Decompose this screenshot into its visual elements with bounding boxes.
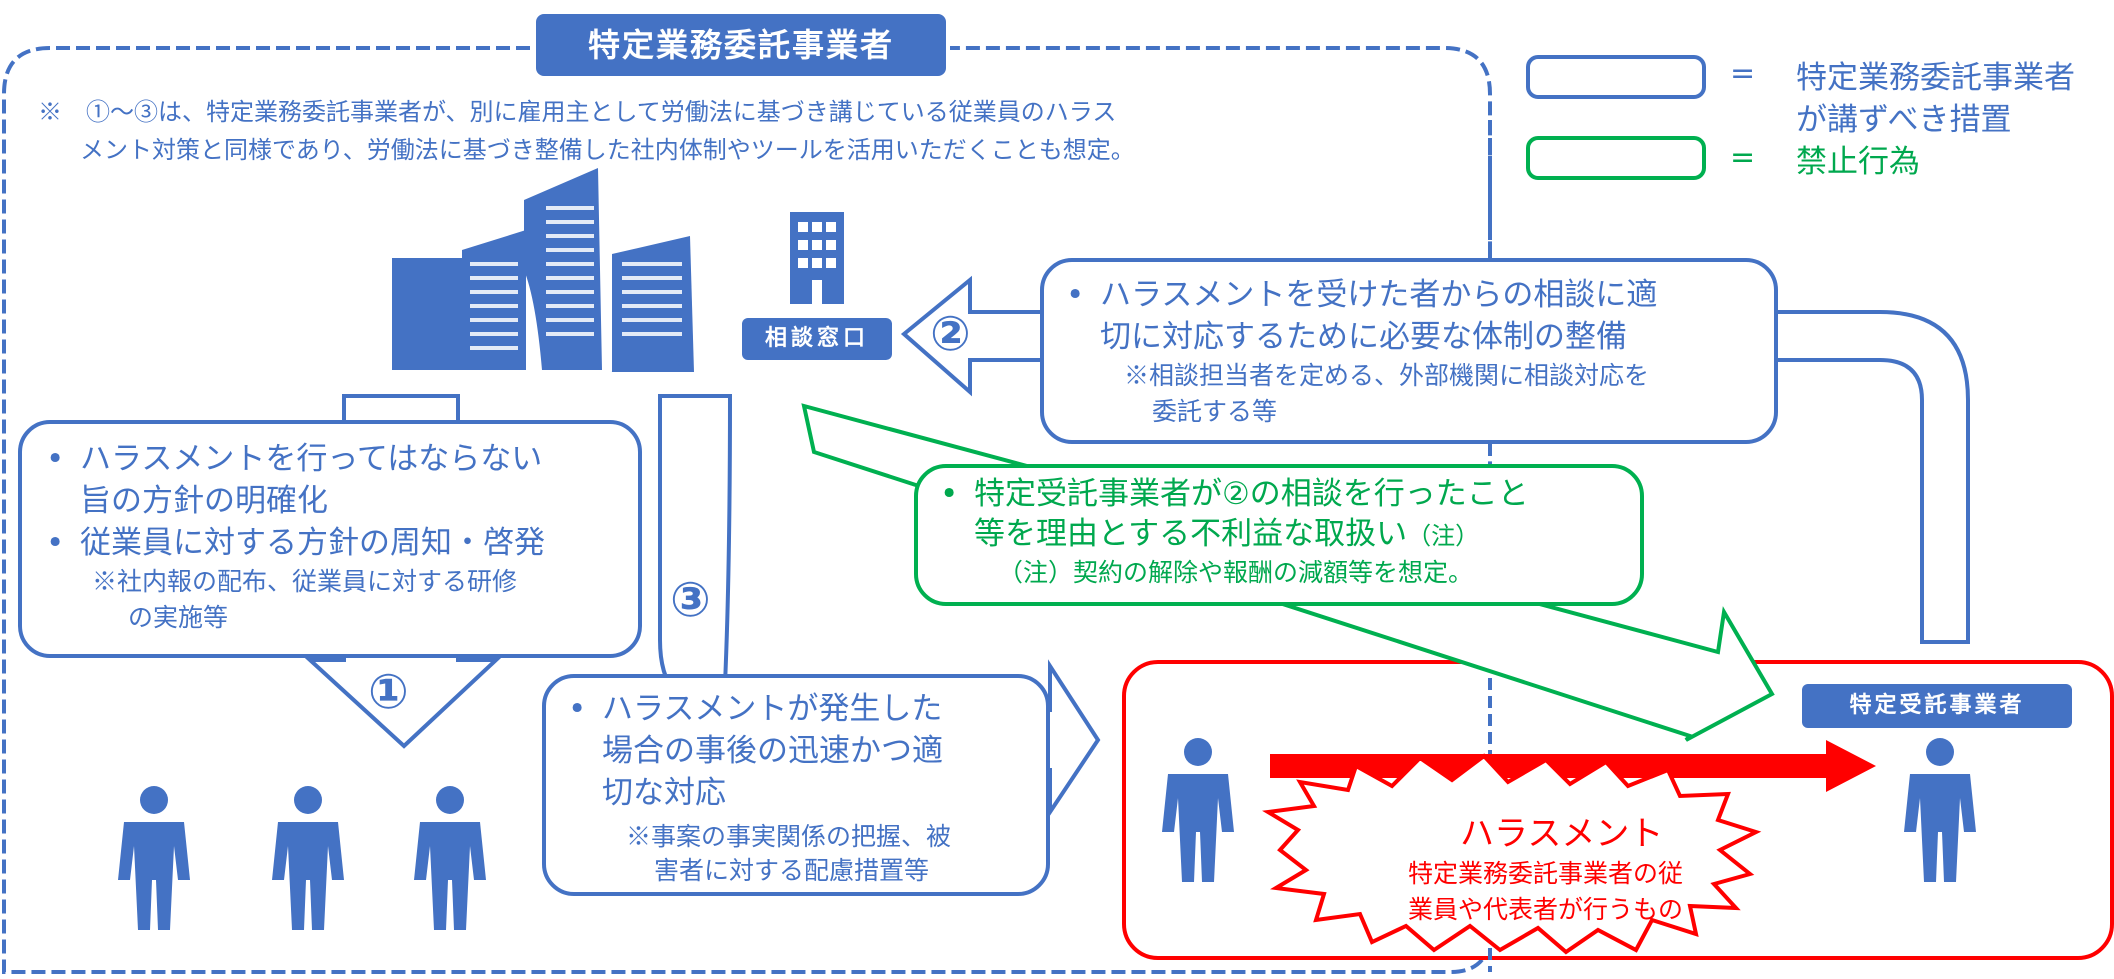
legend-equals-green: = (1730, 140, 1756, 175)
measure-3-bullet-line-1: ハラスメントが発生した (602, 691, 943, 727)
measure-1-bullet-1-line-2: 旨の方針の明確化 (80, 483, 328, 519)
measure-1-bullet-1: ハラスメントを行ってはならない 旨の方針の明確化 (40, 438, 620, 522)
prohibited-box: 特定受託事業者が②の相談を行ったこと 等を理由とする不利益な取扱い（注） （注）… (914, 464, 1644, 606)
harassment-title: ハラスメント (1460, 814, 1664, 854)
measure-2-bullet-line-2: 切に対応するために必要な体制の整備 (1100, 319, 1627, 355)
measure-2-note-line-2: 委託する等 (1152, 397, 1278, 426)
number-2: ② (930, 306, 971, 362)
measure-2-bullet-line-1: ハラスメントを受けた者からの相談に適 (1100, 277, 1658, 313)
harassment-burst (1262, 753, 1762, 955)
employee-icon (414, 786, 486, 930)
harassment-line-1: 特定業務委託事業者の従 (1408, 859, 1684, 888)
company-frame (2, 46, 1492, 974)
measure-1-bullet-1-line-1: ハラスメントを行ってはならない (80, 441, 543, 477)
prohibited-bullet-line-1: 特定受託事業者が②の相談を行ったこと (974, 476, 1529, 512)
legend-blue-box (1526, 55, 1706, 99)
legend-equals-blue: = (1730, 56, 1756, 91)
employee-icon (272, 786, 344, 930)
measure-3-bullet: ハラスメントが発生した 場合の事後の迅速かつ適 切な対応 (562, 688, 1030, 814)
employee-icon (118, 786, 190, 930)
measure-2-note-line-1: ※相談担当者を定める、外部機関に相談対応を (1124, 361, 1650, 390)
prohibited-bullet-line-2: 等を理由とする不利益な取扱い (974, 516, 1408, 552)
measure-1-note-line-2: の実施等 (128, 603, 229, 632)
consult-window-label: 相談窓口 (742, 318, 892, 360)
measure-1-bullet-2: 従業員に対する方針の周知・啓発 (40, 522, 620, 564)
measure-3-note-line-2: 害者に対する配慮措置等 (654, 856, 930, 885)
measure-3-bullet-line-3: 切な対応 (602, 775, 726, 811)
page-title: 特定業務委託事業者 (536, 14, 946, 76)
contractor-icon (1904, 738, 1976, 882)
harassment-line-2: 業員や代表者が行うもの (1408, 895, 1684, 924)
legend-green-box (1526, 136, 1706, 180)
measure-1-note-line-1: ※社内報の配布、従業員に対する研修 (92, 567, 518, 596)
office-icon (790, 212, 844, 304)
measure-3-box: ハラスメントが発生した 場合の事後の迅速かつ適 切な対応 ※事案の事実関係の把握… (542, 674, 1050, 896)
measure-1-box: ハラスメントを行ってはならない 旨の方針の明確化 従業員に対する方針の周知・啓発… (18, 420, 642, 658)
top-note-line-2: メント対策と同様であり、労働法に基づき整備した社内体制やツールを活用いただくこと… (80, 136, 1135, 164)
contractor-label: 特定受託事業者 (1802, 684, 2072, 728)
harasser-icon (1162, 738, 1234, 882)
measure-1-bullet-2-text: 従業員に対する方針の周知・啓発 (80, 525, 545, 561)
measure-2-bullet: ハラスメントを受けた者からの相談に適 切に対応するために必要な体制の整備 (1060, 274, 1758, 358)
legend-blue-label-2: が講ずべき措置 (1796, 102, 2012, 138)
number-3: ③ (670, 572, 711, 628)
top-note-line-1: ※ ①～③は、特定業務委託事業者が、別に雇用主として労働法に基づき講じている従業… (38, 98, 1117, 126)
prohibited-bullet: 特定受託事業者が②の相談を行ったこと 等を理由とする不利益な取扱い（注） (934, 474, 1624, 556)
number-1: ① (368, 664, 409, 720)
employee-icons (118, 738, 1976, 930)
harassment-arrow (1270, 740, 1876, 792)
legend-blue-label-1: 特定業務委託事業者 (1796, 60, 2075, 96)
company-building-icon (392, 168, 694, 372)
legend-green-label: 禁止行為 (1796, 144, 1920, 180)
prohibited-note: （注）契約の解除や報酬の減額等を想定。 (998, 558, 1474, 587)
measure-3-note-line-1: ※事案の事実関係の把握、被 (626, 822, 952, 851)
measure-3-bullet-line-2: 場合の事後の迅速かつ適 (602, 733, 943, 769)
measure-2-box: ハラスメントを受けた者からの相談に適 切に対応するために必要な体制の整備 ※相談… (1040, 258, 1778, 444)
prohibited-bullet-suffix: （注） (1407, 522, 1480, 550)
